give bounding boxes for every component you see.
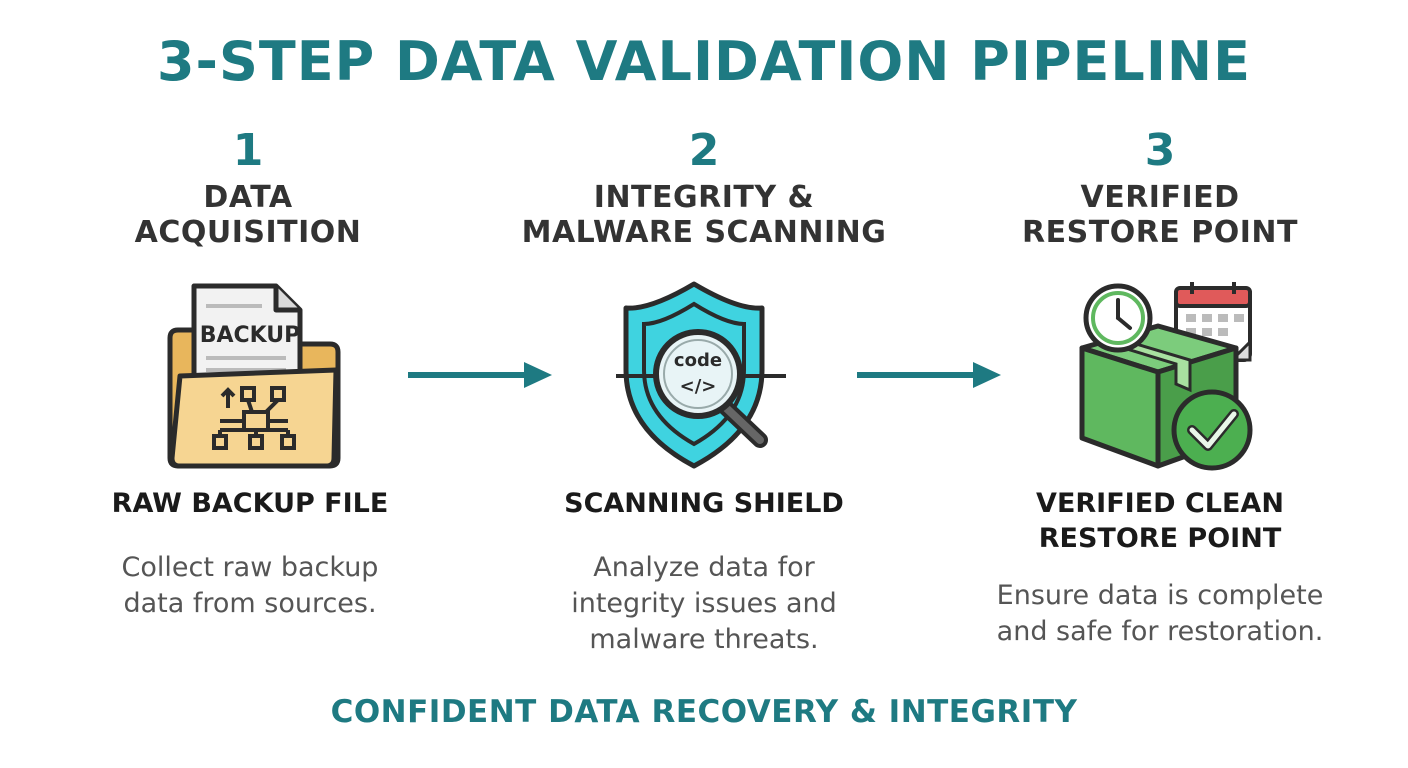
step-3-header: 3 VERIFIED RESTORE POINT xyxy=(940,125,1380,251)
step-number: 3 xyxy=(1144,125,1176,176)
clock-icon xyxy=(1083,283,1153,353)
step-3-description: Ensure data is complete and safe for res… xyxy=(940,578,1380,650)
step-heading-line: ACQUISITION xyxy=(134,215,362,250)
backup-label: BACKUP xyxy=(200,323,301,348)
scanning-shield-icon: code </> xyxy=(616,281,786,469)
description-line: integrity issues and xyxy=(571,588,837,619)
step-3-caption: VERIFIED CLEAN RESTORE POINT xyxy=(940,486,1380,556)
step-heading: INTEGRITY & MALWARE SCANNING xyxy=(484,180,924,250)
arrow-right-icon xyxy=(408,362,552,388)
backup-folder-icon: BACKUP xyxy=(167,283,341,469)
step-heading-line: INTEGRITY & xyxy=(593,180,815,215)
checkmark-icon xyxy=(1171,389,1253,471)
step-2-header: 2 INTEGRITY & MALWARE SCANNING xyxy=(484,125,924,251)
description-line: and safe for restoration. xyxy=(996,616,1324,647)
caption-line: RESTORE POINT xyxy=(1038,523,1282,554)
step-2-caption: SCANNING SHIELD xyxy=(484,486,924,521)
network-tree-icon xyxy=(212,386,296,450)
step-heading-line: MALWARE SCANNING xyxy=(521,215,887,250)
description-line: Analyze data for xyxy=(593,552,815,583)
step-heading-line: VERIFIED xyxy=(1080,180,1240,215)
step-heading-line: DATA xyxy=(203,180,293,215)
step-heading: DATA ACQUISITION xyxy=(28,180,468,250)
code-label: code xyxy=(674,350,722,371)
step-2-description: Analyze data for integrity issues and ma… xyxy=(484,550,924,658)
description-line: malware threats. xyxy=(589,624,819,655)
caption-line: RAW BACKUP FILE xyxy=(111,488,389,519)
step-number: 2 xyxy=(688,125,720,176)
page-title: 3-STEP DATA VALIDATION PIPELINE xyxy=(156,30,1252,93)
arrow-right-icon xyxy=(857,362,1001,388)
step-heading-line: RESTORE POINT xyxy=(1022,215,1298,250)
step-1-caption: RAW BACKUP FILE xyxy=(30,486,470,521)
code-brackets-icon: </> xyxy=(680,376,717,397)
description-line: data from sources. xyxy=(123,588,377,619)
caption-line: SCANNING SHIELD xyxy=(564,488,844,519)
description-line: Collect raw backup xyxy=(121,552,379,583)
step-1-description: Collect raw backup data from sources. xyxy=(30,550,470,622)
step-heading: VERIFIED RESTORE POINT xyxy=(940,180,1380,250)
verified-package-icon xyxy=(1079,282,1253,471)
caption-line: VERIFIED CLEAN xyxy=(1036,488,1284,519)
description-line: Ensure data is complete xyxy=(996,580,1324,611)
step-number: 1 xyxy=(232,125,264,176)
footer-tagline: CONFIDENT DATA RECOVERY & INTEGRITY xyxy=(330,694,1078,730)
step-1-header: 1 DATA ACQUISITION xyxy=(28,125,468,251)
